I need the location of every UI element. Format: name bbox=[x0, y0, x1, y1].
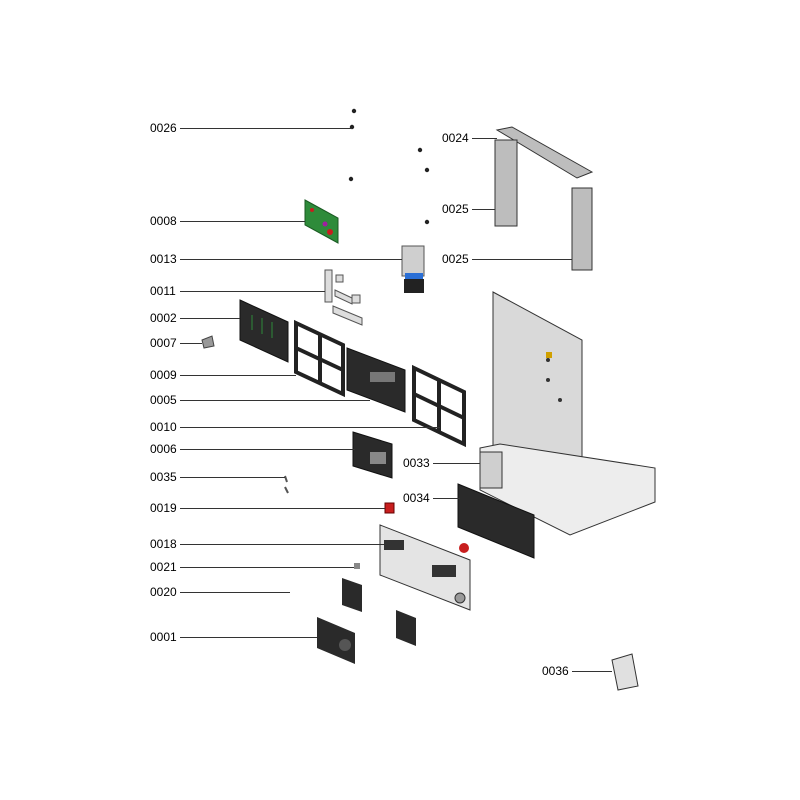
leader-line bbox=[180, 375, 296, 376]
leader-line bbox=[180, 259, 402, 260]
leader-line bbox=[472, 209, 495, 210]
housing-0002 bbox=[239, 299, 289, 363]
leader-line bbox=[572, 671, 612, 672]
callout-0036: 0036 bbox=[542, 664, 569, 678]
screws-0026 bbox=[348, 108, 430, 225]
panel-0001 bbox=[317, 617, 355, 664]
callout-0026: 0026 bbox=[150, 121, 177, 135]
callout-0013: 0013 bbox=[150, 252, 177, 266]
callout-0024: 0024 bbox=[442, 131, 469, 145]
frame-0010 bbox=[412, 364, 466, 448]
frame-0009 bbox=[294, 319, 345, 398]
callout-0010: 0010 bbox=[150, 420, 177, 434]
leader-line bbox=[180, 449, 355, 450]
clip-0007 bbox=[201, 335, 215, 349]
leader-line bbox=[433, 463, 480, 464]
callout-0020: 0020 bbox=[150, 585, 177, 599]
pcb-board-0008 bbox=[304, 199, 339, 244]
callout-0009: 0009 bbox=[150, 368, 177, 382]
callout-0018: 0018 bbox=[150, 537, 177, 551]
leader-line bbox=[180, 318, 240, 319]
module-0006 bbox=[352, 431, 393, 479]
front-panel-0018 bbox=[379, 524, 471, 611]
base-0033 bbox=[479, 443, 656, 536]
leader-line bbox=[180, 567, 354, 568]
leader-line bbox=[433, 498, 460, 499]
leader-line bbox=[180, 128, 352, 129]
leader-line bbox=[472, 138, 497, 139]
control-unit-0005 bbox=[346, 347, 406, 413]
leader-line bbox=[180, 508, 385, 509]
terminal-blocks-0011 bbox=[324, 269, 363, 326]
leader-line bbox=[180, 637, 317, 638]
leader-line bbox=[180, 343, 202, 344]
callout-0006: 0006 bbox=[150, 442, 177, 456]
leader-line bbox=[180, 400, 370, 401]
callout-0034: 0034 bbox=[403, 491, 430, 505]
callout-0001: 0001 bbox=[150, 630, 177, 644]
leader-line bbox=[180, 291, 325, 292]
callout-0007: 0007 bbox=[150, 336, 177, 350]
callout-0019: 0019 bbox=[150, 501, 177, 515]
connector-0019 bbox=[384, 502, 395, 514]
leader-line bbox=[180, 427, 440, 428]
leader-line bbox=[180, 592, 290, 593]
callout-0025-lower: 0025 bbox=[442, 252, 469, 266]
clip-0021 bbox=[354, 563, 360, 569]
panel-0034 bbox=[457, 483, 535, 559]
callout-0033: 0033 bbox=[403, 456, 430, 470]
callout-0021: 0021 bbox=[150, 560, 177, 574]
frame-0024-0025 bbox=[494, 126, 594, 271]
leader-line bbox=[180, 221, 305, 222]
callout-0025-upper: 0025 bbox=[442, 202, 469, 216]
cover-0020 bbox=[342, 578, 362, 612]
pins-0035 bbox=[284, 475, 289, 494]
leader-line bbox=[472, 259, 572, 260]
callout-0005: 0005 bbox=[150, 393, 177, 407]
callout-0008: 0008 bbox=[150, 214, 177, 228]
callout-0011: 0011 bbox=[150, 284, 176, 298]
leader-line bbox=[180, 544, 385, 545]
callout-0035: 0035 bbox=[150, 470, 177, 484]
cover-0020b bbox=[396, 610, 416, 646]
callout-0002: 0002 bbox=[150, 311, 177, 325]
motor-0013 bbox=[401, 245, 425, 293]
box-0036 bbox=[611, 653, 639, 691]
leader-line bbox=[180, 477, 285, 478]
